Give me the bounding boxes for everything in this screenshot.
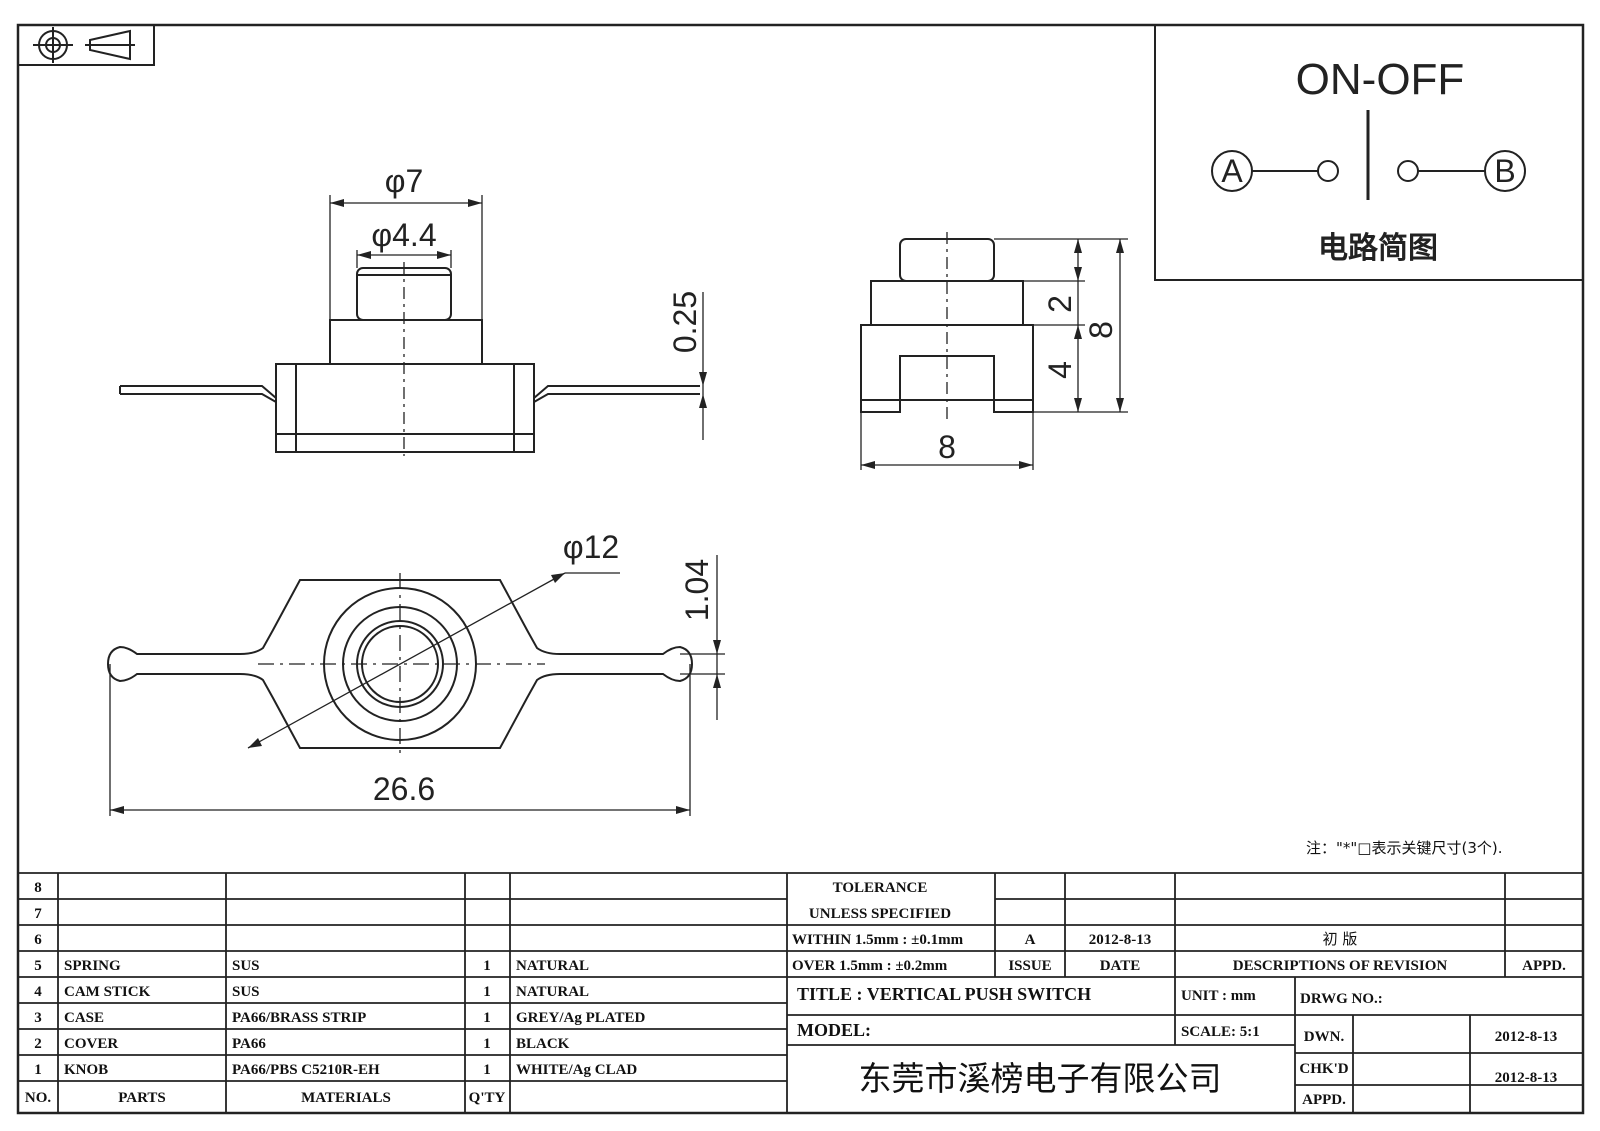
row-no: 8 [34, 880, 42, 896]
descriptions-label: DESCRIPTIONS OF REVISION [1233, 958, 1448, 974]
dim-26.6: 26.6 [373, 771, 435, 807]
parts-table: 8 7 6 5 SPRING SUS 1 NATURAL 4 CAM STICK… [25, 880, 646, 1106]
dim-1.04: 1.04 [679, 559, 715, 621]
row-material: PA66 [232, 1036, 266, 1052]
company-name: 东莞市溪榜电子有限公司 [859, 1059, 1222, 1098]
table-row: 2 COVER PA66 1 BLACK [34, 1036, 569, 1052]
row-material: PA66/BRASS STRIP [232, 1010, 366, 1026]
parts-table-grid [18, 872, 1583, 1113]
chkd-label: CHK'D [1299, 1061, 1348, 1077]
row-qty: 1 [483, 1062, 491, 1078]
dim-4: 4 [1042, 361, 1078, 379]
unless-specified-label: UNLESS SPECIFIED [809, 906, 951, 922]
drawing-border [16, 23, 1585, 1115]
row-material: SUS [232, 984, 260, 1000]
date-value: 2012-8-13 [1089, 932, 1152, 948]
appd-sign-label: APPD. [1302, 1092, 1346, 1108]
schematic-title: ON-OFF [1296, 55, 1465, 104]
dim-8-vertical: 8 [1083, 321, 1119, 339]
within-tolerance: WITHIN 1.5mm : ±0.1mm [792, 932, 964, 948]
row-qty: 1 [483, 1010, 491, 1026]
row-no: 5 [34, 958, 42, 974]
terminal-b-circle [1484, 150, 1526, 192]
table-row: 6 [34, 932, 42, 948]
tolerance-label: TOLERANCE [833, 880, 928, 896]
row-finish: NATURAL [516, 984, 589, 1000]
top-view [106, 555, 725, 816]
row-part: COVER [64, 1036, 118, 1052]
cone-icon [85, 29, 135, 61]
title-block-grid [787, 873, 1583, 1113]
dim-2: 2 [1042, 295, 1078, 313]
dim-8-horizontal: 8 [938, 429, 956, 465]
issue-label: ISSUE [1008, 958, 1051, 974]
title-block: TOLERANCE UNLESS SPECIFIED WITHIN 1.5mm … [792, 880, 1566, 1108]
dim-0.25: 0.25 [667, 291, 703, 353]
scale-label: SCALE: 5:1 [1181, 1024, 1260, 1040]
header-qty: Q'TY [469, 1090, 506, 1106]
revision-description: 初 版 [1323, 930, 1358, 948]
row-part: CAM STICK [64, 984, 151, 1000]
date-label: DATE [1100, 958, 1141, 974]
row-finish: GREY/Ag PLATED [516, 1010, 645, 1026]
row-no: 2 [34, 1036, 42, 1052]
schematic-caption: 电路简图 [1318, 231, 1438, 266]
crosshair-circle-icon [33, 27, 73, 63]
table-row: 1 KNOB PA66/PBS C5210R-EH 1 WHITE/Ag CLA… [34, 1062, 637, 1078]
dwn-label: DWN. [1304, 1029, 1345, 1045]
drwg-no-label: DRWG NO.: [1300, 991, 1383, 1007]
table-row: 5 SPRING SUS 1 NATURAL [34, 958, 589, 974]
table-row: 7 [34, 906, 42, 922]
terminal-b-label: B [1494, 153, 1515, 189]
row-qty: 1 [483, 984, 491, 1000]
table-header: NO. PARTS MATERIALS Q'TY [25, 1090, 506, 1106]
row-part: SPRING [64, 958, 121, 974]
row-no: 1 [34, 1062, 42, 1078]
table-row: 4 CAM STICK SUS 1 NATURAL [34, 984, 589, 1000]
side-view [860, 232, 1128, 470]
schematic-box [1154, 24, 1584, 281]
table-row: 8 [34, 880, 42, 896]
row-qty: 1 [483, 958, 491, 974]
key-dimension-note: 注："*"□表示关键尺寸(3个). [1306, 839, 1503, 857]
issue-value: A [1025, 932, 1036, 948]
row-material: PA66/PBS C5210R-EH [232, 1062, 380, 1078]
dwn-date: 2012-8-13 [1495, 1029, 1558, 1045]
dim-phi7: φ7 [385, 163, 424, 199]
header-parts: PARTS [118, 1090, 166, 1106]
header-no: NO. [25, 1090, 52, 1106]
chkd-date: 2012-8-13 [1495, 1070, 1558, 1086]
row-finish: NATURAL [516, 958, 589, 974]
unit-label: UNIT : mm [1181, 988, 1256, 1004]
row-finish: WHITE/Ag CLAD [516, 1062, 637, 1078]
appd-label: APPD. [1522, 958, 1566, 974]
projection-symbol [17, 24, 155, 66]
row-no: 7 [34, 906, 42, 922]
row-finish: BLACK [516, 1036, 570, 1052]
terminal-a-label: A [1221, 153, 1243, 189]
model-label: MODEL: [797, 1020, 871, 1040]
row-qty: 1 [483, 1036, 491, 1052]
table-row: 3 CASE PA66/BRASS STRIP 1 GREY/Ag PLATED [34, 1010, 645, 1026]
row-part: CASE [64, 1010, 104, 1026]
over-tolerance: OVER 1.5mm : ±0.2mm [792, 958, 948, 974]
front-view [119, 195, 704, 456]
row-no: 3 [34, 1010, 42, 1026]
row-material: SUS [232, 958, 260, 974]
row-part: KNOB [64, 1062, 108, 1078]
dim-phi12: φ12 [563, 529, 619, 565]
header-materials: MATERIALS [301, 1090, 391, 1106]
row-no: 6 [34, 932, 42, 948]
drawing-title: TITLE : VERTICAL PUSH SWITCH [797, 984, 1091, 1004]
row-no: 4 [34, 984, 42, 1000]
dim-phi44: φ4.4 [371, 217, 436, 253]
